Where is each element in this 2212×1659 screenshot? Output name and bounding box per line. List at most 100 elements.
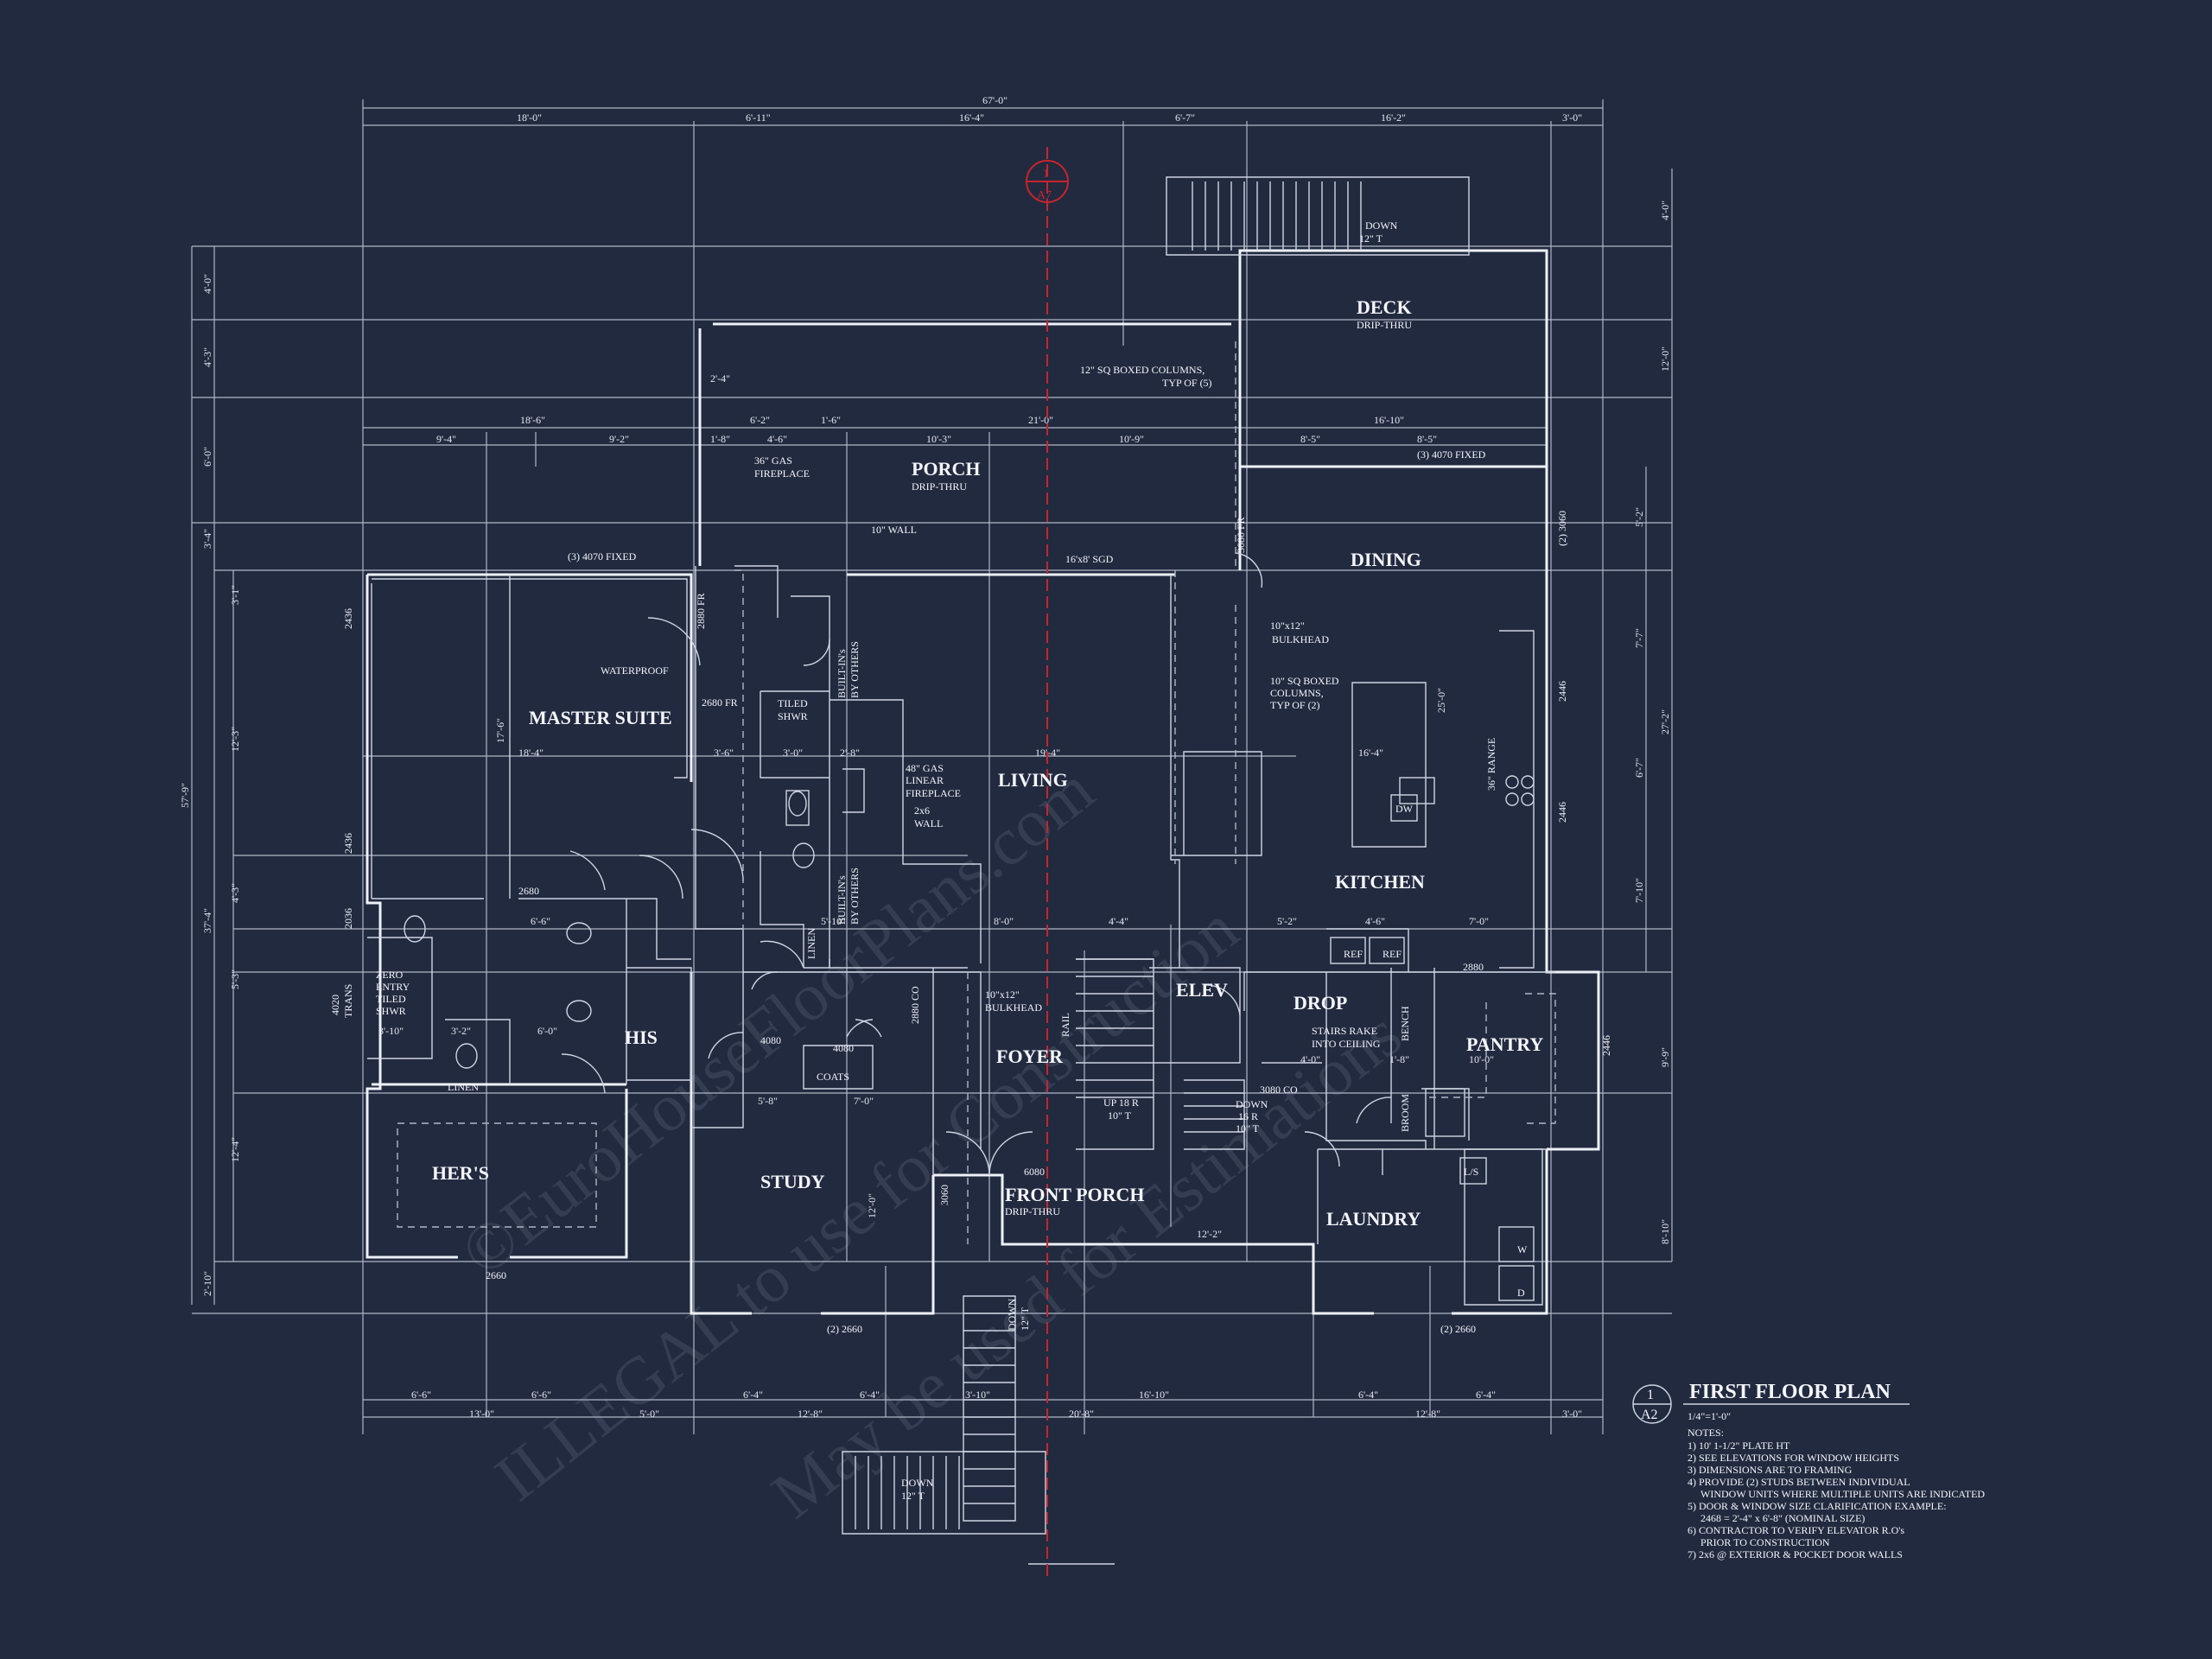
svg-text:FIREPLACE: FIREPLACE — [754, 467, 810, 480]
svg-text:10'-3": 10'-3" — [926, 433, 951, 445]
svg-text:16 R: 16 R — [1238, 1110, 1258, 1122]
svg-text:1: 1 — [1043, 168, 1049, 181]
svg-text:3) DIMENSIONS ARE TO FRAMING: 3) DIMENSIONS ARE TO FRAMING — [1688, 1464, 1853, 1476]
svg-text:6'-6": 6'-6" — [531, 915, 550, 927]
svg-text:(3) 4070 FIXED: (3) 4070 FIXED — [568, 550, 637, 563]
svg-text:DRIP-THRU: DRIP-THRU — [1005, 1205, 1060, 1217]
svg-text:A2: A2 — [1641, 1408, 1658, 1422]
svg-text:6'-6": 6'-6" — [531, 1389, 551, 1401]
svg-text:COLUMNS,: COLUMNS, — [1270, 687, 1324, 699]
room-drop: DROP — [1294, 992, 1347, 1014]
svg-text:TYP OF (5): TYP OF (5) — [1162, 377, 1212, 389]
svg-text:4'-3": 4'-3" — [201, 347, 213, 367]
svg-text:2436: 2436 — [342, 833, 354, 854]
svg-text:(3) 4070 FIXED: (3) 4070 FIXED — [1417, 448, 1486, 461]
svg-text:17'-6": 17'-6" — [494, 718, 506, 743]
svg-text:4) PROVIDE (2) STUDS BETWEEN I: 4) PROVIDE (2) STUDS BETWEEN INDIVIDUAL — [1688, 1476, 1910, 1488]
svg-text:16'-2": 16'-2" — [1381, 111, 1406, 124]
svg-text:36" GAS: 36" GAS — [754, 454, 792, 467]
svg-text:DOWN: DOWN — [1236, 1098, 1268, 1110]
svg-text:DOWN: DOWN — [901, 1477, 934, 1489]
svg-text:SHWR: SHWR — [778, 710, 808, 722]
svg-text:A7: A7 — [1037, 189, 1052, 202]
svg-text:2680 FR: 2680 FR — [702, 696, 738, 709]
svg-text:4'-4": 4'-4" — [1109, 915, 1128, 927]
svg-text:D: D — [1517, 1287, 1525, 1299]
room-foyer: FOYER — [996, 1046, 1064, 1067]
plan-scale: 1/4"=1'-0" — [1688, 1410, 1731, 1422]
title-block: 1 A2 FIRST FLOOR PLAN 1/4"=1'-0" NOTES: … — [1632, 1381, 1985, 1560]
svg-text:12'-8": 12'-8" — [1415, 1408, 1440, 1420]
interior-walls — [367, 565, 1555, 1306]
svg-text:TILED: TILED — [376, 993, 406, 1005]
svg-text:3'-6": 3'-6" — [714, 747, 734, 759]
svg-text:COATS: COATS — [817, 1071, 849, 1083]
svg-text:10" T: 10" T — [1236, 1122, 1260, 1135]
svg-text:6'-6": 6'-6" — [411, 1389, 431, 1401]
svg-text:5'-10": 5'-10" — [821, 915, 846, 927]
svg-text:DOWN: DOWN — [1006, 1298, 1018, 1331]
svg-text:20'-8": 20'-8" — [1069, 1408, 1094, 1420]
svg-text:PRIOR TO CONSTRUCTION: PRIOR TO CONSTRUCTION — [1700, 1536, 1830, 1548]
svg-text:10'-9": 10'-9" — [1119, 433, 1144, 445]
svg-text:W: W — [1517, 1243, 1528, 1255]
svg-text:6'-0": 6'-0" — [537, 1025, 557, 1037]
svg-text:6'-4": 6'-4" — [1476, 1389, 1496, 1401]
svg-text:LINEN: LINEN — [448, 1081, 479, 1093]
svg-text:16'-4": 16'-4" — [1358, 747, 1383, 759]
svg-text:6080: 6080 — [1024, 1166, 1045, 1178]
svg-text:2660: 2660 — [486, 1269, 506, 1281]
svg-text:BENCH: BENCH — [1399, 1006, 1411, 1041]
svg-text:16'-10": 16'-10" — [1374, 414, 1404, 426]
svg-text:5'-3": 5'-3" — [229, 969, 241, 989]
room-labels: DECK DRIP-THRU PORCH DRIP-THRU DINING MA… — [432, 296, 1543, 1230]
svg-text:1) 10' 1-1/2" PLATE HT: 1) 10' 1-1/2" PLATE HT — [1688, 1440, 1790, 1452]
svg-text:18'-4": 18'-4" — [518, 747, 543, 759]
svg-text:DRIP-THRU: DRIP-THRU — [912, 480, 967, 493]
svg-text:DOWN: DOWN — [1365, 219, 1398, 232]
svg-text:5'-8": 5'-8" — [758, 1095, 778, 1107]
room-elev: ELEV — [1176, 979, 1228, 1001]
svg-text:4'-6": 4'-6" — [767, 433, 787, 445]
svg-text:3'-10": 3'-10" — [965, 1389, 990, 1401]
svg-text:TILED: TILED — [778, 697, 808, 709]
svg-text:3080 FR: 3080 FR — [1235, 517, 1247, 553]
room-front-porch: FRONT PORCH — [1005, 1184, 1145, 1205]
svg-text:2x6: 2x6 — [914, 804, 930, 817]
svg-text:2446: 2446 — [1556, 802, 1568, 823]
svg-text:2446: 2446 — [1600, 1035, 1612, 1056]
svg-text:12" T: 12" T — [901, 1490, 925, 1502]
svg-text:16'-10": 16'-10" — [1139, 1389, 1169, 1401]
room-his: HIS — [625, 1027, 658, 1048]
svg-text:57'-9": 57'-9" — [179, 783, 191, 808]
room-deck: DECK — [1357, 296, 1412, 318]
svg-text:2446: 2446 — [1556, 681, 1568, 702]
svg-text:25'-0": 25'-0" — [1435, 688, 1447, 713]
svg-text:7'-7": 7'-7" — [1633, 628, 1645, 648]
svg-text:18'-6": 18'-6" — [520, 414, 545, 426]
svg-text:12" SQ BOXED COLUMNS,: 12" SQ BOXED COLUMNS, — [1080, 364, 1205, 376]
svg-text:6) CONTRACTOR TO VERIFY ELEVAT: 6) CONTRACTOR TO VERIFY ELEVATOR R.O's — [1688, 1524, 1904, 1536]
svg-text:2'-8": 2'-8" — [840, 747, 860, 759]
svg-text:WINDOW UNITS WHERE MULTIPLE UN: WINDOW UNITS WHERE MULTIPLE UNITS ARE IN… — [1700, 1488, 1985, 1500]
svg-text:INTO CEILING: INTO CEILING — [1312, 1038, 1381, 1050]
fixtures — [404, 775, 1535, 1301]
svg-text:WALL: WALL — [914, 817, 943, 830]
svg-text:12'-0": 12'-0" — [1659, 346, 1671, 372]
room-porch: PORCH — [912, 458, 980, 480]
stairs — [842, 176, 1470, 1565]
svg-text:2036: 2036 — [342, 908, 354, 929]
svg-text:L/S: L/S — [1464, 1166, 1478, 1178]
svg-text:4'-0": 4'-0" — [1300, 1053, 1320, 1065]
svg-text:REF: REF — [1344, 948, 1363, 960]
svg-text:4020: 4020 — [329, 995, 341, 1015]
svg-text:(2) 2660: (2) 2660 — [827, 1323, 862, 1335]
svg-text:1: 1 — [1647, 1388, 1654, 1402]
annotations: DOWN 12" T 12" SQ BOXED COLUMNS, TYP OF … — [329, 219, 1612, 1502]
svg-text:12" T: 12" T — [1359, 232, 1383, 245]
svg-text:36" RANGE: 36" RANGE — [1485, 738, 1497, 791]
svg-text:48" GAS: 48" GAS — [906, 762, 944, 774]
svg-text:1'-8": 1'-8" — [1389, 1053, 1409, 1065]
svg-text:3'-0": 3'-0" — [783, 747, 803, 759]
